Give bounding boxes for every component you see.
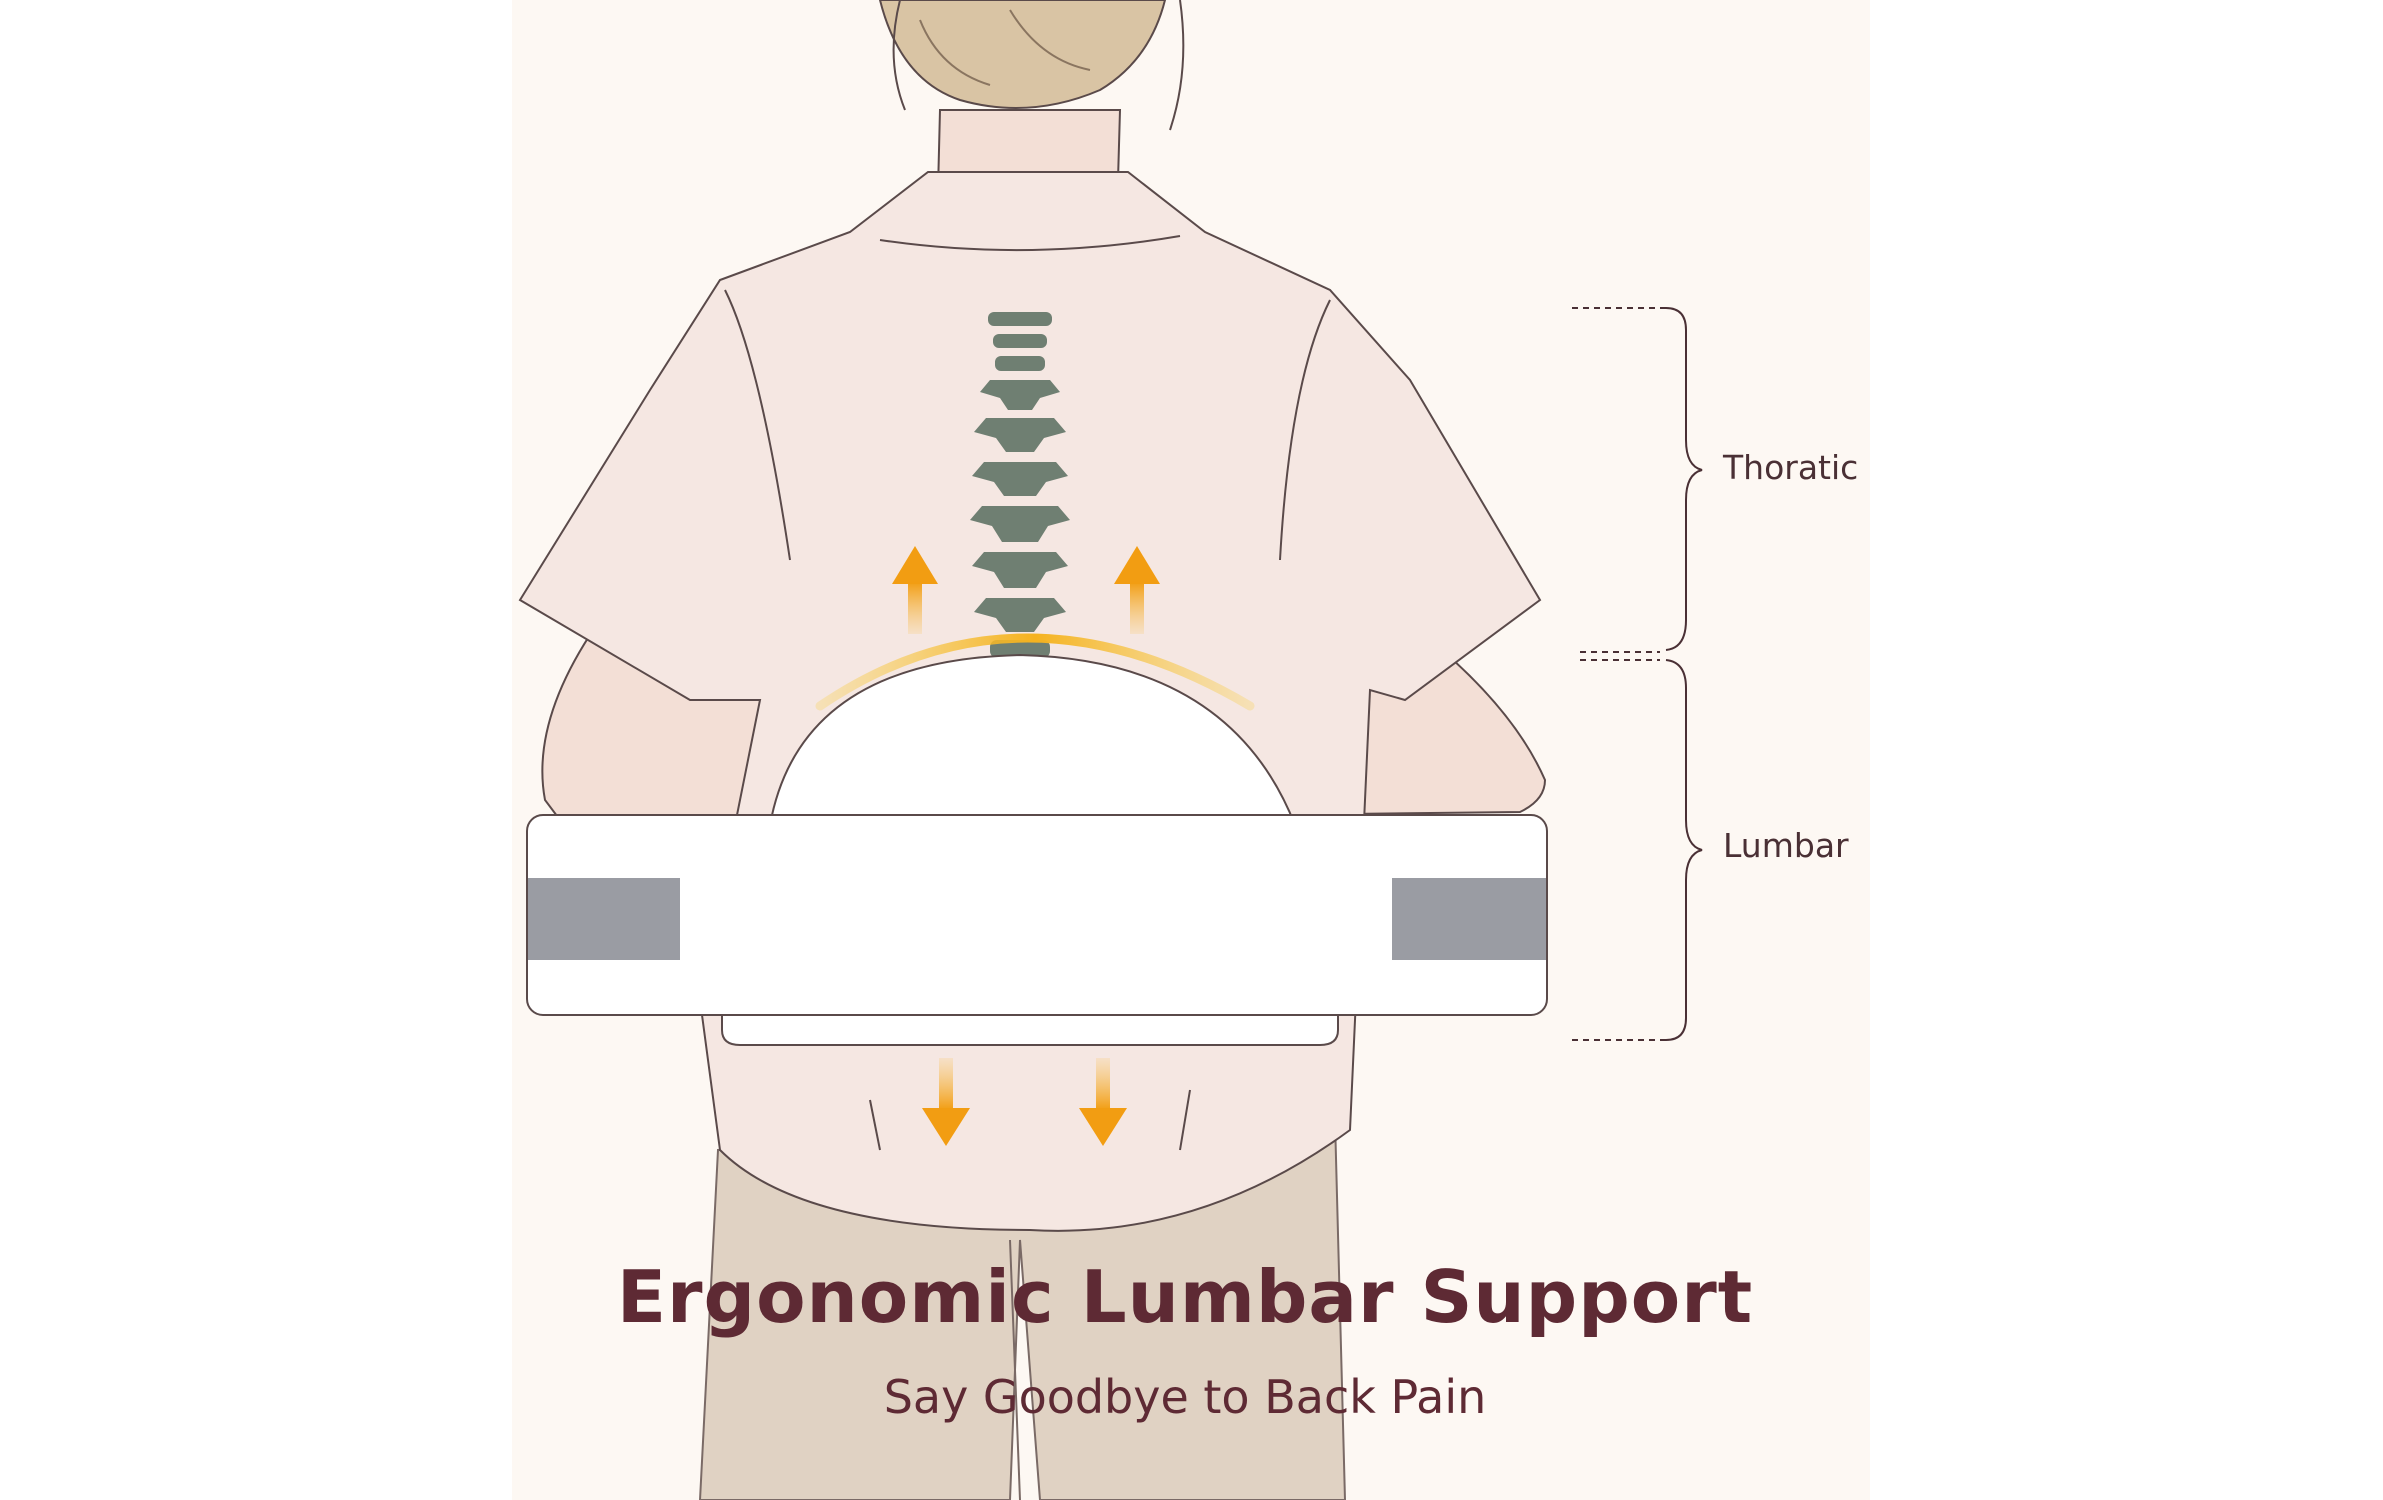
support-arc: [815, 633, 1255, 711]
thoratic-bracket: [1572, 307, 1703, 653]
arrow-down-icon: [922, 1058, 970, 1146]
lumbar-label: Lumbar: [1723, 826, 1849, 865]
cushion-dome: [768, 653, 1297, 826]
arrow-down-icon: [1079, 1058, 1127, 1146]
head: [878, 0, 1185, 195]
strap-right: [1392, 878, 1546, 960]
cushion-body: [526, 814, 1548, 1016]
thoratic-label: Thoratic: [1723, 448, 1859, 487]
cushion-lower-lip: [721, 1009, 1339, 1046]
spine-illustration: [970, 312, 1070, 658]
subheadline: Say Goodbye to Back Pain: [883, 1370, 1487, 1424]
strap-left: [528, 878, 680, 960]
lumbar-bracket: [1572, 659, 1703, 1041]
headline: Ergonomic Lumbar Support: [616, 1255, 1754, 1339]
arrow-up-icon: [1114, 546, 1160, 634]
arrow-up-icon: [892, 546, 938, 634]
